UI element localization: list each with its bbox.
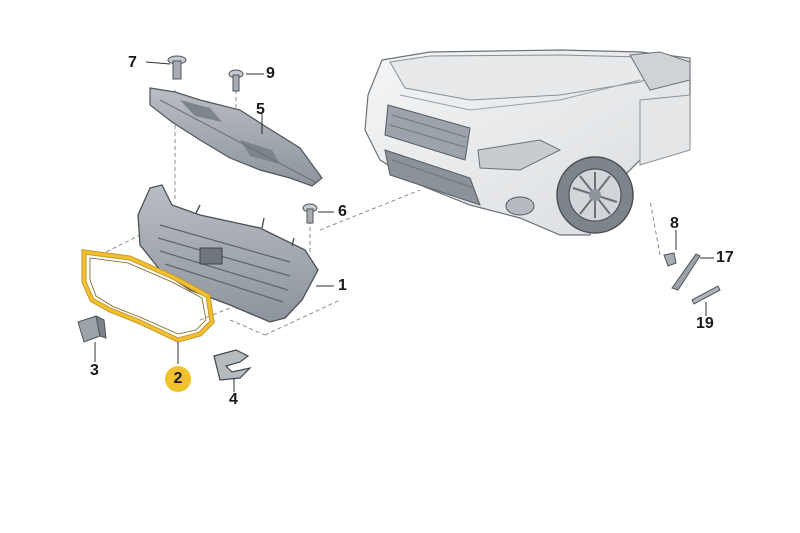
callout-7: 7 [128,54,137,71]
part-6-screw [302,203,318,224]
callout-5: 5 [256,101,265,118]
callout-17: 17 [716,249,734,266]
callout-9: 9 [266,65,275,82]
part-4-emblem [213,349,252,381]
callout-3: 3 [90,362,99,379]
callout-leaders [94,61,714,392]
part-7-bolt [167,55,187,80]
callout-4: 4 [229,391,238,408]
callout-19: 19 [696,315,714,332]
part-1-radiator-grille [137,184,319,323]
part-3-cap [77,315,107,343]
callout-2-highlighted: 2 [165,366,191,392]
part-2-grille-trim-highlighted [81,249,215,343]
highlight-badge: 2 [165,366,191,392]
callout-1: 1 [338,277,347,294]
vehicle-outline [364,49,691,236]
callout-8: 8 [670,215,679,232]
part-5-upper-bracket [149,87,323,187]
part-19-strip [691,285,721,305]
part-17-corner-trim [671,253,701,291]
part-8-clip [663,252,677,267]
callout-6: 6 [338,203,347,220]
part-9-screw [228,69,244,92]
